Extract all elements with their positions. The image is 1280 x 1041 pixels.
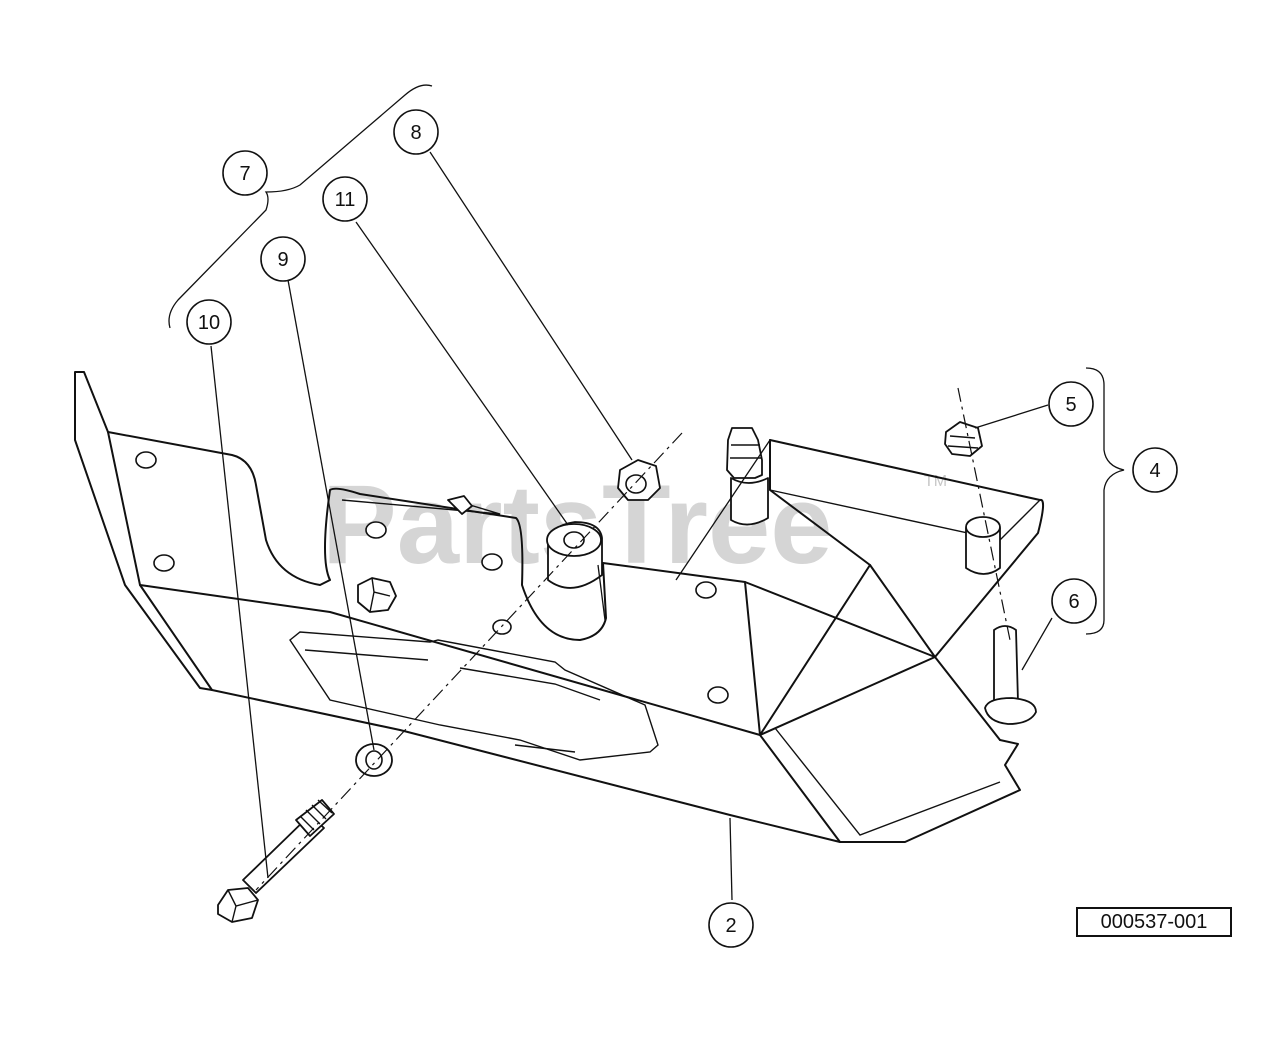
part-5-nut (944, 421, 983, 457)
plate-nut (357, 495, 473, 613)
callout-6: 6 (1051, 578, 1097, 624)
callout-8: 8 (393, 109, 439, 155)
part-6-bolt (984, 625, 1037, 725)
callout-4: 4 (1132, 447, 1178, 493)
callout-8-label: 8 (410, 122, 421, 144)
part-8-bushing (617, 459, 661, 501)
callout-11-label: 11 (335, 189, 356, 211)
callout-2: 2 (708, 902, 754, 948)
callout-9: 9 (260, 236, 306, 282)
part-11-spacer (546, 521, 603, 589)
callout-4-label: 4 (1149, 460, 1160, 482)
callout-10-label: 10 (198, 312, 220, 334)
group-brackets (168, 84, 1125, 635)
reference-number-box: 000537-001 (1076, 907, 1232, 937)
callout-5: 5 (1048, 381, 1094, 427)
part-4-spacer (965, 516, 1001, 575)
part-10-bolt (217, 799, 335, 923)
callout-6-label: 6 (1068, 591, 1079, 613)
callout-2-label: 2 (725, 915, 736, 937)
leader-lines (210, 151, 1053, 901)
assembly-axes (255, 387, 1011, 891)
callout-7: 7 (222, 150, 268, 196)
callout-7-label: 7 (239, 163, 250, 185)
callout-9-label: 9 (277, 249, 288, 271)
part-9-washer (355, 743, 393, 777)
callout-10: 10 (186, 299, 232, 345)
skid-plate (74, 371, 1044, 843)
callout-11: 11 (322, 176, 368, 222)
callout-5-label: 5 (1065, 394, 1076, 416)
